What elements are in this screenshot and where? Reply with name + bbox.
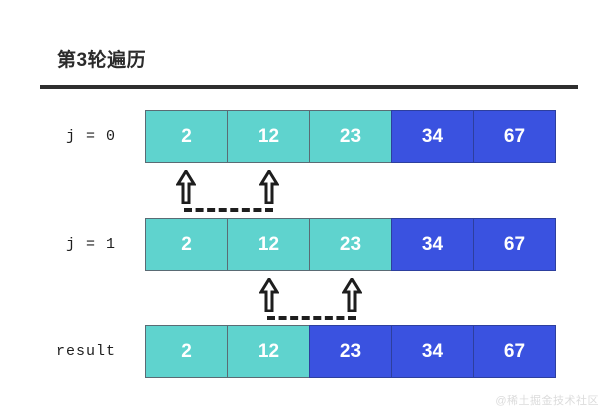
comparison-link — [184, 208, 273, 212]
watermark: @稀土掘金技术社区 — [495, 395, 599, 407]
row-label-j1: j = 1 — [65, 236, 116, 253]
array-cell[interactable]: 67 — [473, 218, 556, 271]
array-cell[interactable]: 2 — [145, 218, 228, 271]
array-cell[interactable]: 12 — [227, 218, 310, 271]
array-cell[interactable]: 67 — [473, 325, 556, 378]
array-cells-result: 2 12 23 34 67 — [145, 325, 556, 378]
array-cell[interactable]: 34 — [391, 218, 474, 271]
page-title: 第3轮遍历 — [57, 50, 147, 71]
array-cell[interactable]: 23 — [309, 110, 392, 163]
array-cell[interactable]: 67 — [473, 110, 556, 163]
row-label-j0: j = 0 — [65, 128, 116, 145]
array-cell[interactable]: 34 — [391, 325, 474, 378]
title-divider — [40, 85, 578, 89]
array-cell[interactable]: 23 — [309, 325, 392, 378]
up-arrow-icon — [258, 168, 280, 205]
comparison-link — [267, 316, 356, 320]
comparison-pointers-j0 — [145, 164, 395, 218]
up-arrow-icon — [341, 276, 363, 313]
comparison-pointers-j1 — [145, 272, 475, 326]
array-cell[interactable]: 2 — [145, 110, 228, 163]
array-cell[interactable]: 34 — [391, 110, 474, 163]
up-arrow-icon — [175, 168, 197, 205]
row-label-result: result — [55, 343, 116, 360]
array-cell[interactable]: 12 — [227, 110, 310, 163]
array-cell[interactable]: 2 — [145, 325, 228, 378]
up-arrow-icon — [258, 276, 280, 313]
array-cell[interactable]: 23 — [309, 218, 392, 271]
array-cell[interactable]: 12 — [227, 325, 310, 378]
array-cells-j1: 2 12 23 34 67 — [145, 218, 556, 271]
array-cells-j0: 2 12 23 34 67 — [145, 110, 556, 163]
